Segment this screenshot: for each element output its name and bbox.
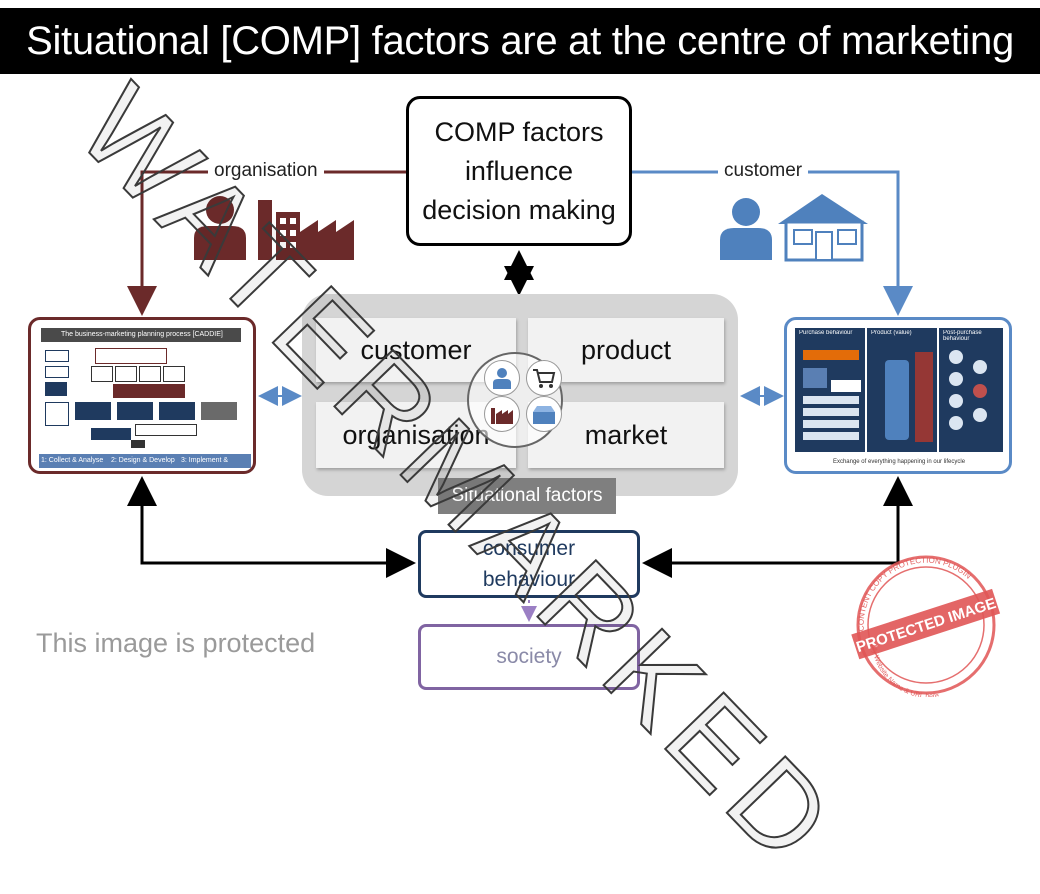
comp-line-1: COMP factors — [434, 116, 604, 147]
customer-label: customer — [718, 160, 809, 182]
purchase-footer: Exchange of everything happening in our … — [832, 459, 966, 465]
header-product: Product (value) — [871, 330, 912, 336]
comp-line-2: influence — [464, 155, 574, 186]
organisation-icons — [194, 196, 354, 260]
house-icon — [778, 194, 868, 262]
left-cb-connector — [127, 476, 416, 578]
society-label: society — [496, 645, 562, 668]
society-box: society — [418, 624, 640, 690]
caddie-step-1: 1: Collect & Analyse — [41, 457, 104, 464]
protected-notice: This image is protected — [36, 628, 316, 658]
caddie-step-3: 3: Implement & Evaluate — [181, 457, 229, 464]
situational-factors-label: Situational factors — [438, 478, 616, 514]
person-icon — [720, 198, 772, 260]
caddie-step-2: 2: Design & Develop — [111, 457, 175, 464]
title-bar — [0, 8, 1040, 74]
market-icon — [526, 396, 562, 432]
cb-line-1: consumer — [482, 537, 576, 560]
page-title: Situational [COMP] factors are at the ce… — [26, 19, 1014, 63]
customer-icons — [720, 194, 868, 262]
comp-line-3: decision making — [422, 194, 616, 225]
purchase-process-thumbnail[interactable]: Purchase behaviour Product (value) Post-… — [784, 317, 1012, 474]
header-post-purchase: Post-purchase behaviour — [943, 330, 982, 340]
customer-icon — [484, 360, 520, 396]
consumer-behaviour-box: consumer behaviour — [418, 530, 640, 598]
protection-stamp: CONTENT COPY PROTECTION PLUGIN PROTECTED… — [851, 555, 1001, 697]
caddie-title: The business-marketing planning process … — [61, 331, 223, 338]
caddie-thumbnail[interactable]: The business-marketing planning process … — [28, 317, 256, 474]
organisation-label: organisation — [208, 160, 324, 182]
factory-icon — [484, 396, 520, 432]
cb-line-2: behaviour — [482, 568, 576, 591]
cart-icon — [526, 360, 562, 396]
factory-icon — [258, 200, 354, 260]
person-icon — [194, 196, 246, 260]
comp-factors-box: COMP factors influence decision making — [406, 96, 632, 246]
header-purchase: Purchase behaviour — [799, 330, 853, 336]
